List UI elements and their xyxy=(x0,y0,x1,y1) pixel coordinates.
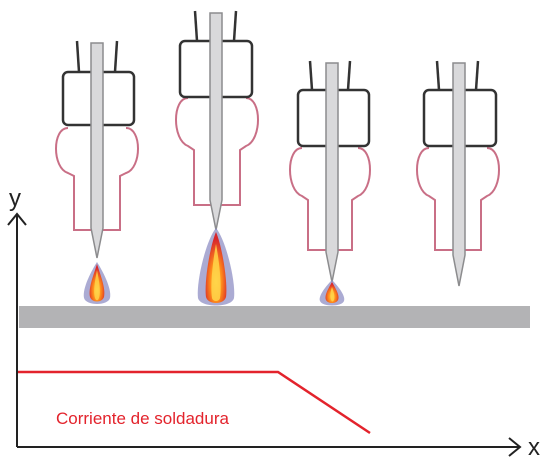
torch-4-cable-left xyxy=(435,60,441,91)
torch-2-cable-left xyxy=(193,10,199,42)
y-axis-label: y xyxy=(9,185,21,212)
welding-current-curve xyxy=(18,370,371,435)
torch-1-arc xyxy=(83,262,111,304)
torch-1-electrode xyxy=(90,42,104,259)
torch-2-cable-right xyxy=(232,10,238,42)
torch-2-arc xyxy=(197,228,235,306)
torch-3-cable-right xyxy=(346,60,352,91)
torch-4-electrode xyxy=(452,62,466,287)
torch-1 xyxy=(55,40,139,304)
axes xyxy=(7,212,522,457)
torch-4-cable-right xyxy=(474,60,480,91)
torch-3-electrode xyxy=(325,62,339,283)
y-axis-arrowhead xyxy=(7,212,27,226)
torch-1-cable-left xyxy=(75,40,81,73)
torch-1-cable-right xyxy=(113,40,119,73)
torch-4 xyxy=(416,60,500,287)
welding-current-label: Corriente de soldadura xyxy=(56,409,229,428)
torch-3-cable-left xyxy=(308,60,314,91)
torch-2-electrode xyxy=(209,12,223,231)
workpiece-plate xyxy=(19,306,530,328)
x-axis-arrowhead xyxy=(508,437,522,457)
torch-3-arc xyxy=(319,280,345,306)
x-axis-label: x xyxy=(528,434,540,461)
torch-2 xyxy=(175,10,259,306)
torch-3 xyxy=(289,60,371,306)
